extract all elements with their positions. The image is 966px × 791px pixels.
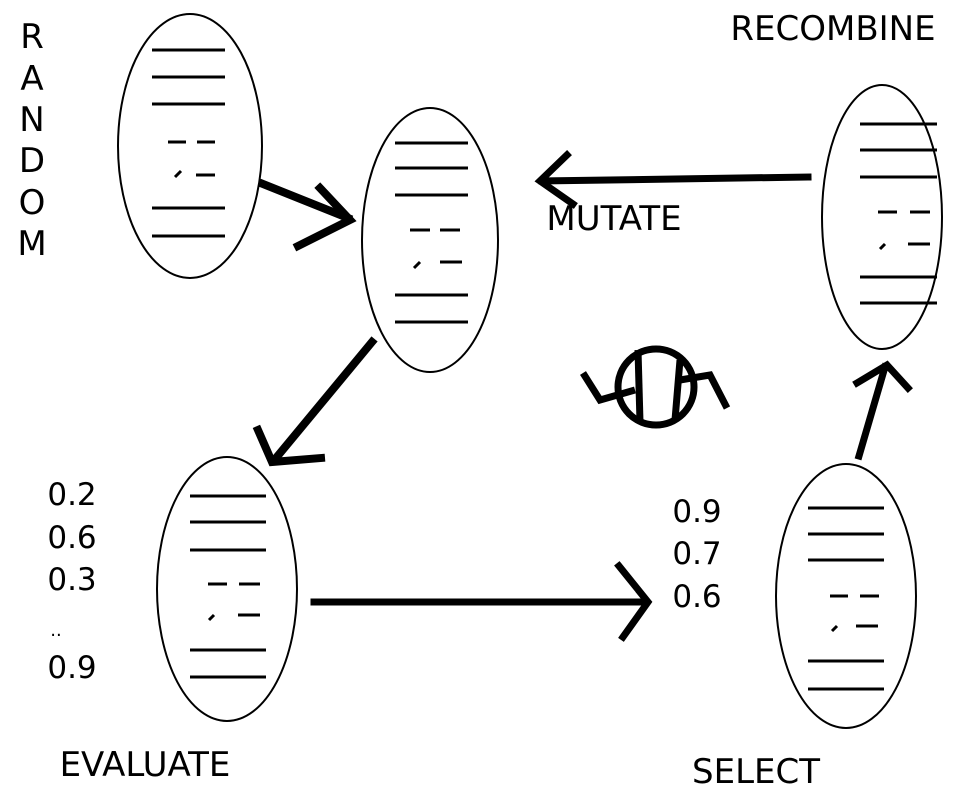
random-population-ellipse [117,13,263,279]
evaluate-score: 0.6 [47,520,96,556]
evaluate-score: 0.2 [47,477,96,513]
select-score: 0.9 [672,494,721,530]
random-letter: R [20,17,44,57]
recombined-population-ellipse [821,84,943,350]
select-label: SELECT [692,752,820,791]
arrow-select-to-recombine [852,360,913,461]
random-letter: A [20,59,43,99]
arrow-mutate-to-evaluate [252,336,378,467]
select-score: 0.7 [672,536,721,572]
evaluate-score: 0.3 [47,562,96,598]
mutate-label: MUTATE [546,199,681,239]
arrow-evaluate-to-select [310,561,653,642]
arrow-recombine-to-mutate [534,150,812,209]
select-score: 0.6 [672,579,721,615]
selected-population-ellipse [775,463,917,729]
cycle-icon [580,345,731,429]
arrow-random-to-mutate [257,178,357,252]
evaluated-population-ellipse [156,456,298,722]
random-letter: D [19,141,45,181]
random-letter: O [19,183,46,223]
mutated-population-ellipse [361,107,499,373]
random-letter: N [19,100,44,140]
evaluate-label: EVALUATE [60,745,231,785]
evaluate-score-ellipsis: .. [50,620,61,641]
recombine-label: RECOMBINE [730,9,935,49]
random-letter: M [17,224,46,264]
evaluate-score: 0.9 [47,650,96,686]
